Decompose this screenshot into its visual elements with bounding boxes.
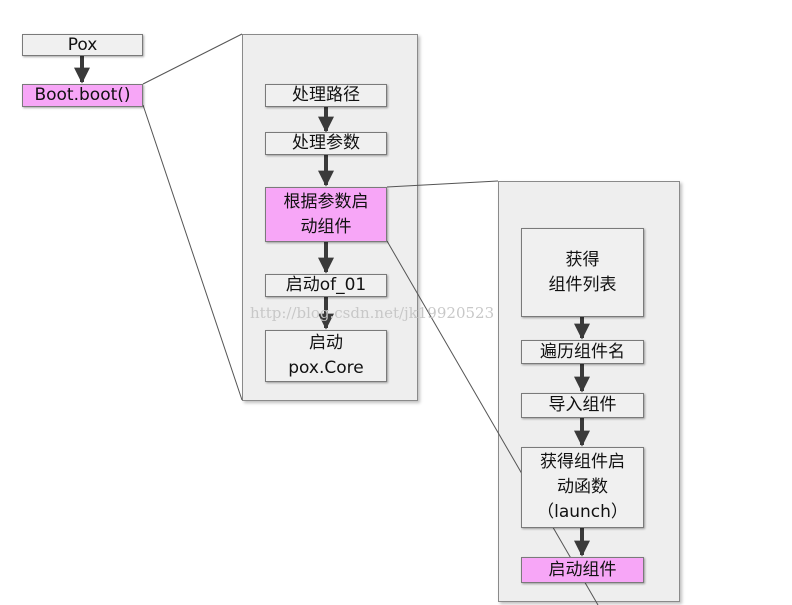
launch-components-box: 启动组件 xyxy=(521,557,644,583)
launch-by-args-box: 根据参数启 动组件 xyxy=(265,187,387,242)
pox-box: Pox xyxy=(22,34,143,56)
get-component-list-box: 获得 组件列表 xyxy=(521,228,644,317)
handle-args-box: 处理参数 xyxy=(265,132,387,155)
zoom-line-top-1 xyxy=(142,33,243,85)
import-components-box: 导入组件 xyxy=(521,393,644,418)
launch-core-box: 启动 pox.Core xyxy=(265,330,387,382)
launch-of01-box: 启动of_01 xyxy=(265,274,387,297)
handle-path-box: 处理路径 xyxy=(265,84,387,107)
get-launch-function-box: 获得组件启 动函数 （launch） xyxy=(521,447,644,528)
iterate-names-box: 遍历组件名 xyxy=(521,340,644,364)
boot-box: Boot.boot() xyxy=(22,84,143,107)
zoom-line-bottom-1 xyxy=(142,104,243,401)
